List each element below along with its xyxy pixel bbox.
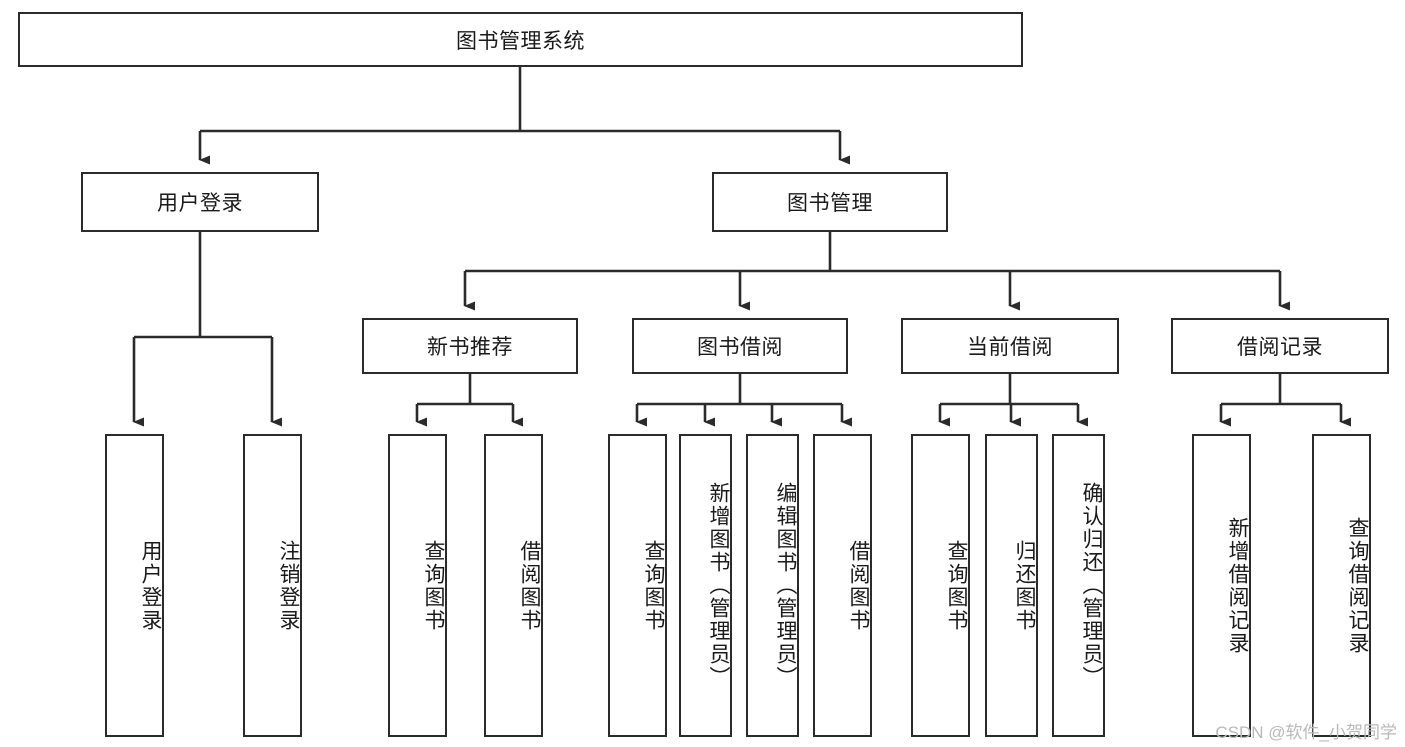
node-book-management[interactable]: 图书管理 xyxy=(712,172,948,232)
leaf-node-add-book-admin[interactable]: 新增图书（管理员） xyxy=(679,434,732,737)
leaf-node-user-login[interactable]: 用户登录 xyxy=(105,434,164,737)
node-label: 注销登录 xyxy=(277,539,300,632)
node-label: 查询图书 xyxy=(642,539,665,632)
node-root-book-management-system[interactable]: 图书管理系统 xyxy=(18,12,1023,67)
node-label: 编辑图书（管理员） xyxy=(774,482,797,689)
leaf-node-query-book-recommendation[interactable]: 查询图书 xyxy=(388,434,447,737)
node-label: 查询图书 xyxy=(422,539,445,632)
connector-currentborrow-to-leaves xyxy=(938,374,1088,427)
connector-userlogin-to-leaves xyxy=(132,232,282,427)
node-label: 借阅记录 xyxy=(1237,336,1323,359)
node-label: 当前借阅 xyxy=(967,336,1053,359)
node-book-borrowing[interactable]: 图书借阅 xyxy=(632,318,848,374)
leaf-node-edit-book-admin[interactable]: 编辑图书（管理员） xyxy=(746,434,799,737)
node-new-book-recommendation[interactable]: 新书推荐 xyxy=(362,318,578,374)
node-label: 确认归还（管理员） xyxy=(1080,482,1103,689)
node-label: 归还图书 xyxy=(1013,539,1036,632)
node-label: 新增图书（管理员） xyxy=(707,482,730,689)
leaf-node-borrow-book[interactable]: 借阅图书 xyxy=(813,434,872,737)
connector-borrowrecord-to-leaves xyxy=(1219,374,1351,427)
connector-bookborrow-to-leaves xyxy=(635,374,852,427)
node-label: 查询图书 xyxy=(945,539,968,632)
connector-root-to-level1 xyxy=(198,67,850,165)
leaf-node-query-borrow-record[interactable]: 查询借阅记录 xyxy=(1312,434,1371,737)
csdn-watermark: CSDN @软件_小贺同学 xyxy=(1215,723,1397,742)
node-user-login[interactable]: 用户登录 xyxy=(81,172,319,232)
leaf-node-return-book[interactable]: 归还图书 xyxy=(985,434,1038,737)
node-label: 图书借阅 xyxy=(697,336,783,359)
node-label: 新书推荐 xyxy=(427,336,513,359)
node-label: 查询借阅记录 xyxy=(1346,516,1369,655)
leaf-node-borrow-book-recommendation[interactable]: 借阅图书 xyxy=(484,434,543,737)
node-label: 用户登录 xyxy=(139,539,162,632)
node-current-borrowing[interactable]: 当前借阅 xyxy=(901,318,1119,374)
leaf-node-query-book-current[interactable]: 查询图书 xyxy=(911,434,970,737)
leaf-node-query-book-borrow[interactable]: 查询图书 xyxy=(608,434,667,737)
node-label: 图书管理系统 xyxy=(456,29,585,53)
node-label: 借阅图书 xyxy=(518,539,541,632)
leaf-node-confirm-return-admin[interactable]: 确认归还（管理员） xyxy=(1052,434,1105,737)
node-label: 借阅图书 xyxy=(847,539,870,632)
connector-bookmanage-to-level2 xyxy=(463,232,1290,311)
node-label: 图书管理 xyxy=(787,192,873,215)
node-borrowing-record[interactable]: 借阅记录 xyxy=(1171,318,1389,374)
node-label: 新增借阅记录 xyxy=(1226,516,1249,655)
connector-newbook-to-leaves xyxy=(415,374,523,427)
node-label: 用户登录 xyxy=(157,192,243,215)
leaf-node-logout-login[interactable]: 注销登录 xyxy=(243,434,302,737)
leaf-node-add-borrow-record[interactable]: 新增借阅记录 xyxy=(1192,434,1251,737)
